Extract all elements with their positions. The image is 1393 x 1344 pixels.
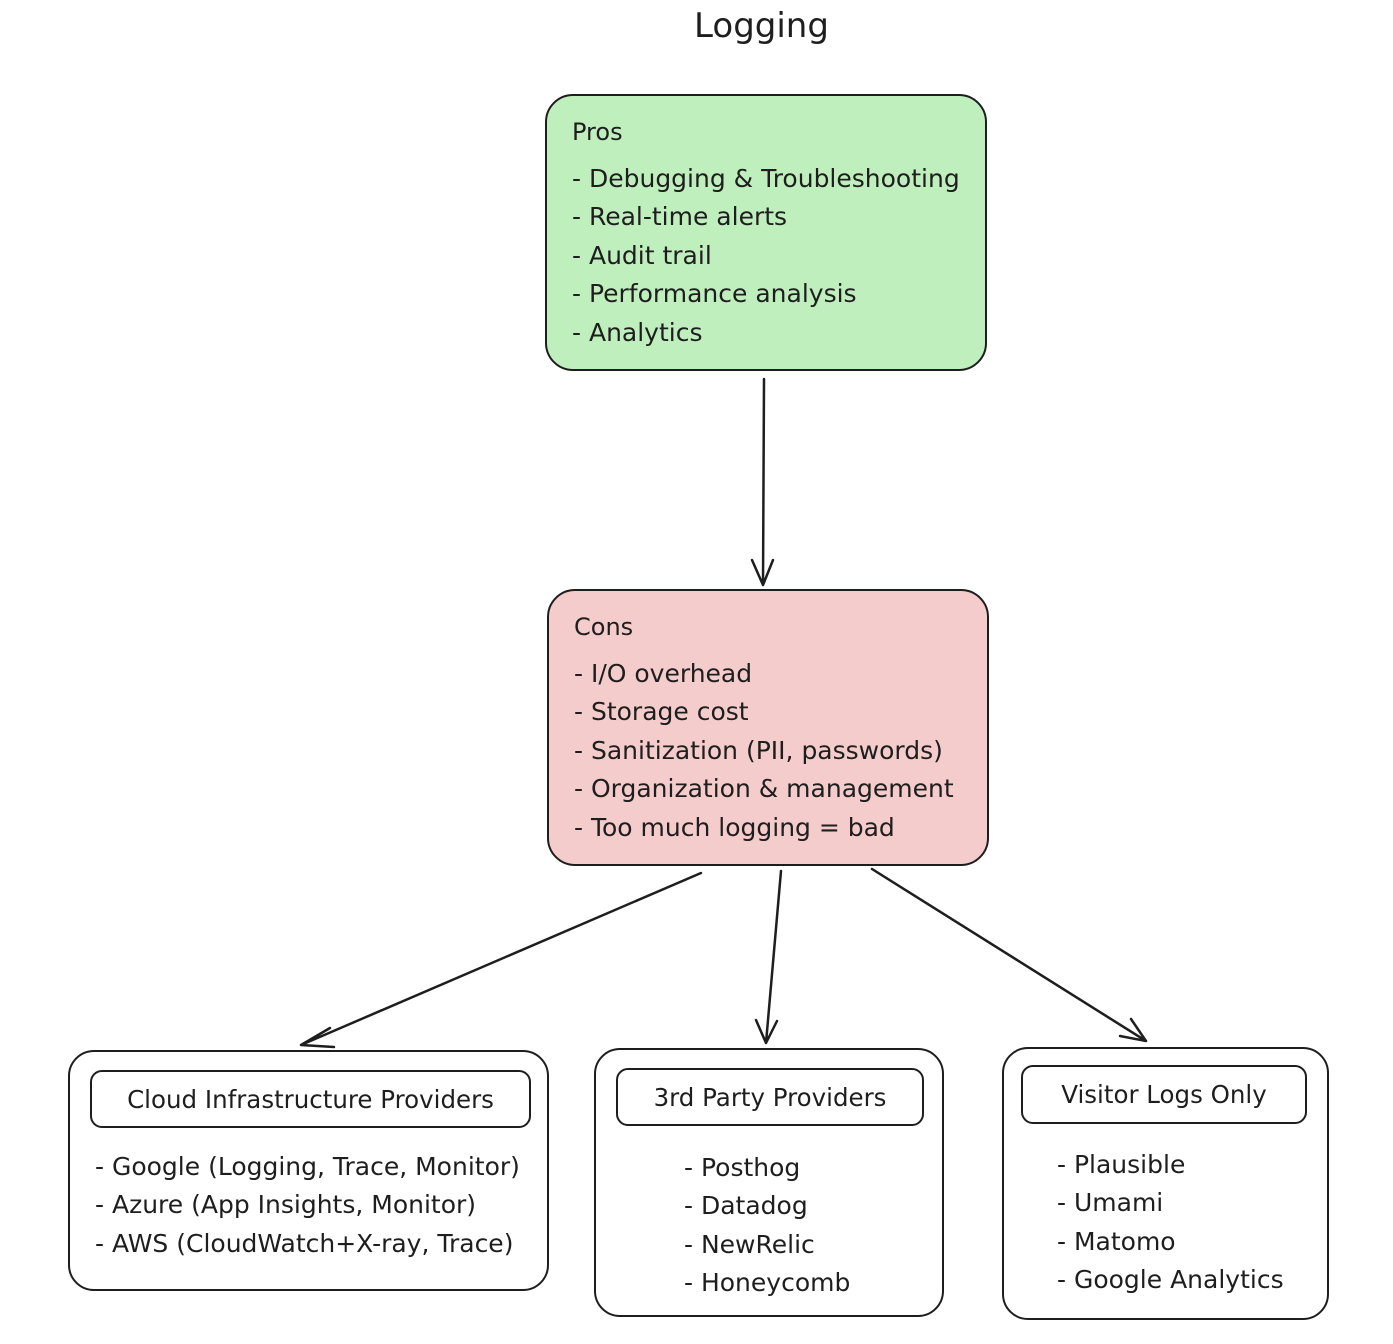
pros-box: Pros - Debugging & Troubleshooting - Rea… — [545, 94, 987, 371]
third-party-providers-label: 3rd Party Providers — [616, 1068, 924, 1126]
list-item: - Honeycomb — [684, 1268, 851, 1298]
pros-item: - Performance analysis — [572, 279, 857, 309]
pros-heading: Pros — [572, 118, 623, 146]
list-item: - Plausible — [1057, 1150, 1186, 1179]
cloud-providers-list: - Google (Logging, Trace, Monitor) - Azu… — [95, 1148, 520, 1263]
third-party-providers-list: - Posthog - Datadog - NewRelic - Honeyco… — [684, 1149, 850, 1303]
list-item: - Google Analytics — [1057, 1265, 1284, 1295]
list-item: - Azure (App Insights, Monitor) — [95, 1190, 477, 1220]
list-item: - AWS (CloudWatch+X-ray, Trace) — [95, 1228, 514, 1258]
pros-item: - Real-time alerts — [572, 202, 788, 232]
list-item: - Google (Logging, Trace, Monitor) — [95, 1152, 520, 1181]
list-item: - Datadog — [684, 1191, 808, 1221]
cons-item: - Too much logging = bad — [574, 812, 895, 842]
list-item: - Posthog — [684, 1153, 801, 1182]
arrow-pros-to-cons — [750, 377, 775, 587]
list-item: - Umami — [1057, 1188, 1164, 1218]
cons-list: - I/O overhead - Storage cost - Sanitiza… — [574, 655, 954, 847]
pros-item: - Debugging & Troubleshooting — [572, 164, 960, 193]
pros-list: - Debugging & Troubleshooting - Real-tim… — [572, 160, 960, 352]
third-party-providers-box: 3rd Party Providers - Posthog - Datadog … — [594, 1048, 944, 1317]
list-item: - NewRelic — [684, 1229, 815, 1259]
arrow-cons-to-third-party — [754, 869, 783, 1045]
cloud-providers-label: Cloud Infrastructure Providers — [90, 1070, 531, 1128]
diagram-title: Logging — [694, 6, 829, 46]
cons-box: Cons - I/O overhead - Storage cost - San… — [547, 589, 989, 866]
cons-item: - Organization & management — [574, 774, 954, 804]
cloud-providers-box: Cloud Infrastructure Providers - Google … — [68, 1050, 549, 1291]
cons-item: - I/O overhead — [574, 659, 753, 688]
list-item: - Matomo — [1057, 1226, 1176, 1256]
arrow-cons-to-visitor — [870, 867, 1148, 1043]
visitor-logs-label: Visitor Logs Only — [1021, 1065, 1307, 1124]
cons-heading: Cons — [574, 613, 634, 641]
pros-item: - Analytics — [572, 317, 703, 347]
visitor-logs-list: - Plausible - Umami - Matomo - Google An… — [1057, 1146, 1284, 1300]
cons-item: - Sanitization (PII, passwords) — [574, 735, 943, 765]
arrow-cons-to-cloud — [299, 871, 703, 1049]
cons-item: - Storage cost — [574, 697, 749, 727]
pros-item: - Audit trail — [572, 240, 712, 270]
visitor-logs-box: Visitor Logs Only - Plausible - Umami - … — [1002, 1047, 1329, 1320]
